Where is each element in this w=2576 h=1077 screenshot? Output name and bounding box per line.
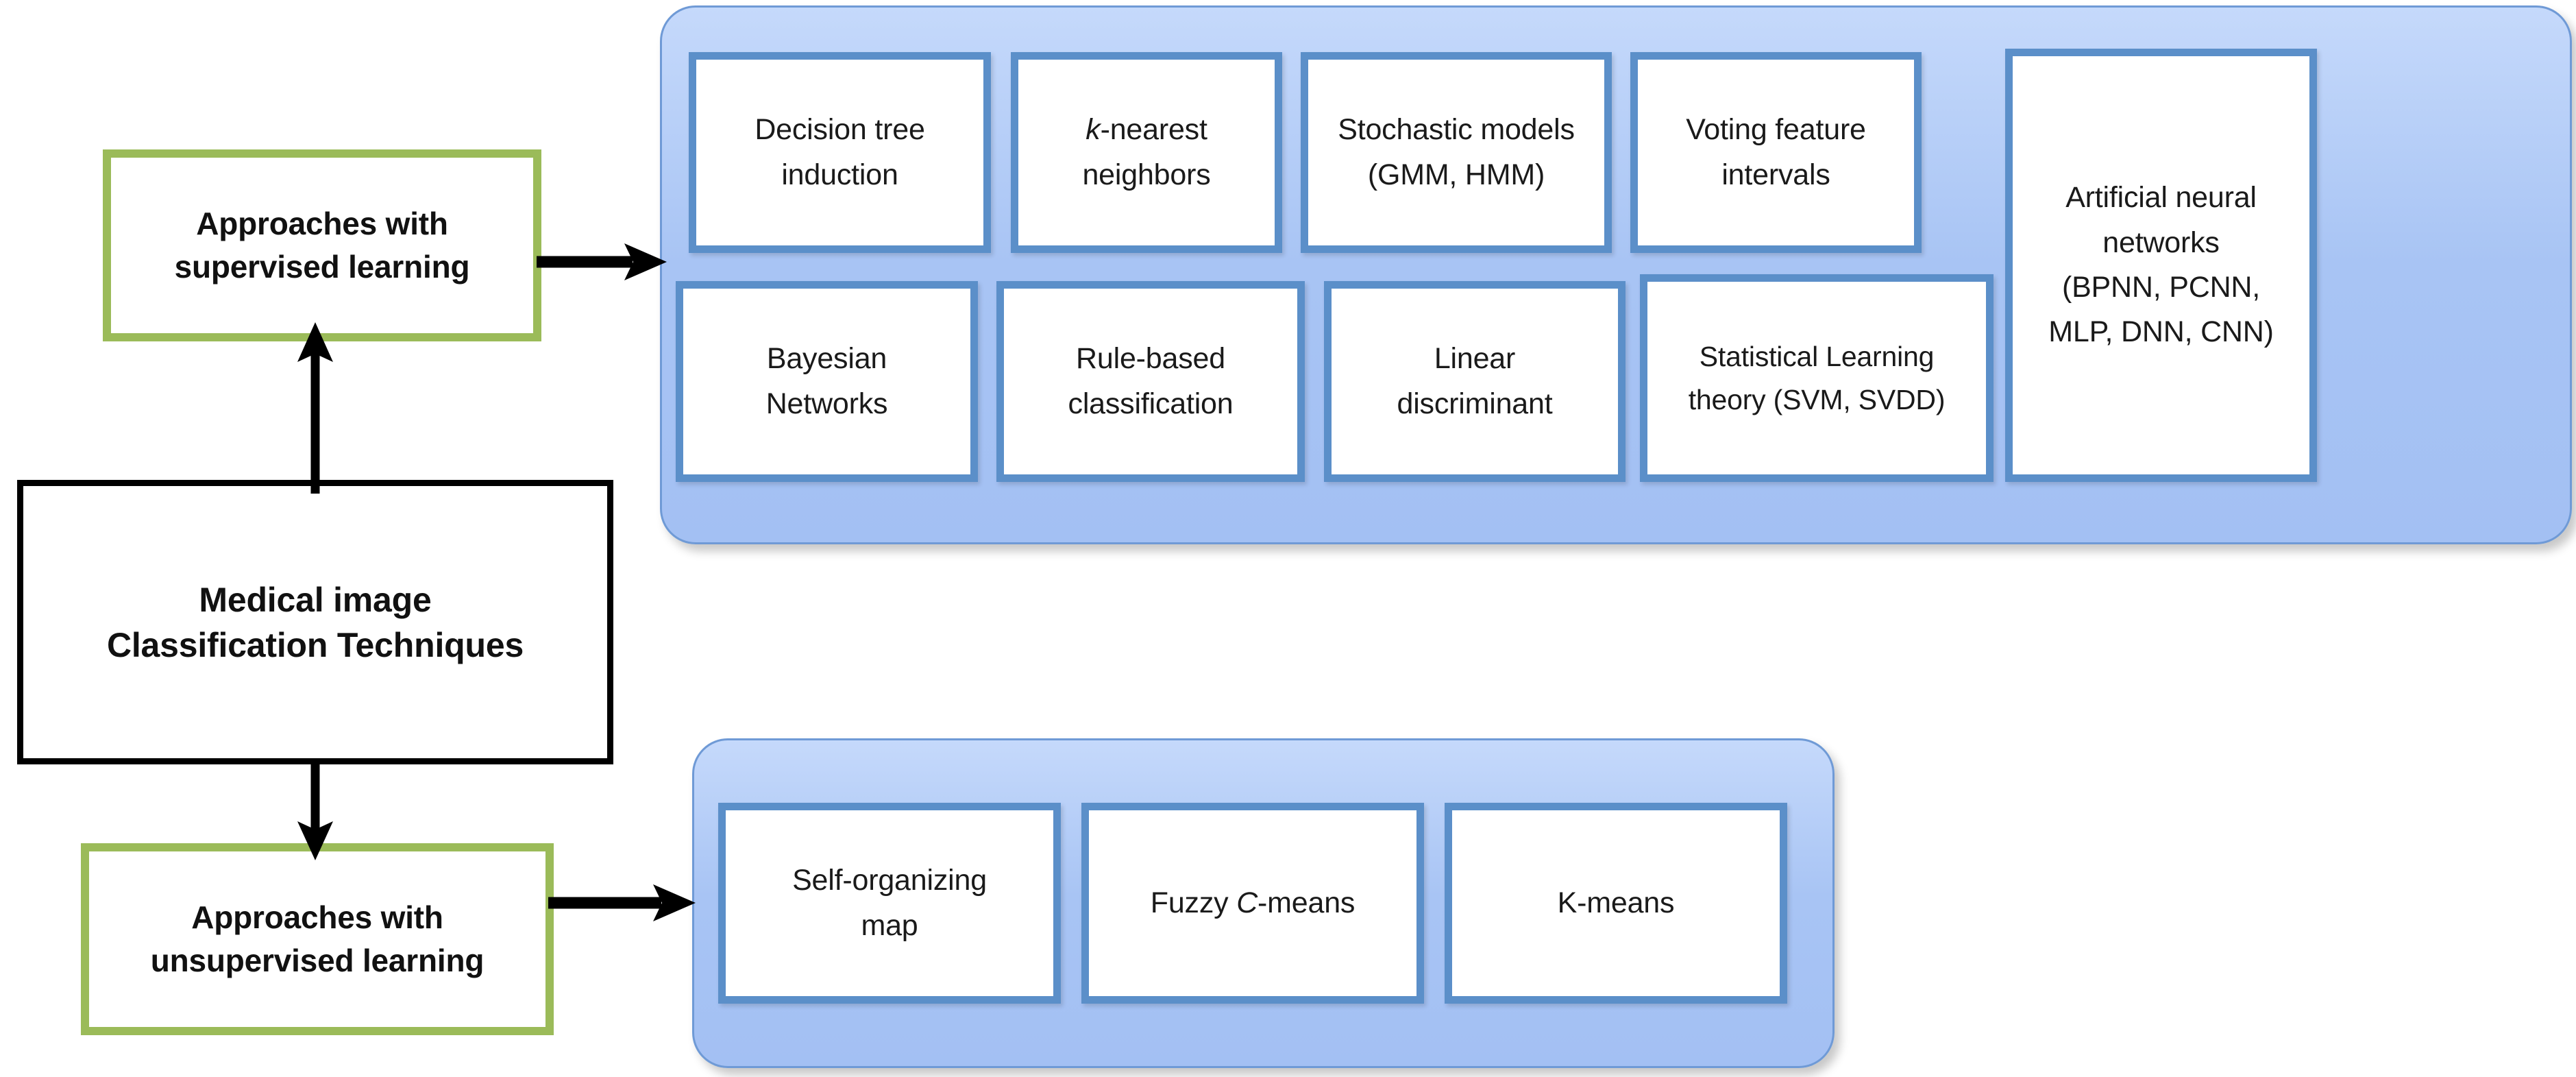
leaf-line-1: Stochastic models: [1338, 113, 1575, 147]
branch-line-2: supervised learning: [174, 249, 470, 285]
connector-supervised-to-group: [537, 238, 667, 286]
supervised-group-container: Decision tree induction k-nearest neighb…: [660, 5, 2572, 544]
italic-c: C: [1236, 886, 1258, 919]
leaf-bayesian-networks[interactable]: Bayesian Networks: [676, 281, 978, 482]
leaf-statistical-learning-theory[interactable]: Statistical Learning theory (SVM, SVDD): [1640, 274, 1994, 482]
leaf-line-1: Decision tree: [755, 113, 925, 147]
leaf-line-1: K-means: [1557, 886, 1675, 919]
italic-k: k: [1085, 113, 1101, 147]
root-line-2: Classification Techniques: [106, 625, 524, 664]
leaf-line-2: discriminant: [1397, 387, 1553, 420]
branch-line-1: Approaches with: [191, 899, 443, 935]
unsupervised-group-container: Self-organizing map Fuzzy C-means K-mean…: [692, 738, 1835, 1068]
root-node-medical-image-classification[interactable]: Medical image Classification Techniques: [17, 480, 613, 764]
leaf-decision-tree-induction[interactable]: Decision tree induction: [689, 52, 991, 253]
leaf-line-3: (BPNN, PCNN,: [2061, 271, 2261, 304]
leaf-text-pre: Fuzzy: [1150, 886, 1237, 919]
leaf-line-2: intervals: [1721, 158, 1830, 191]
leaf-linear-discriminant[interactable]: Linear discriminant: [1324, 281, 1626, 482]
branch-line-1: Approaches with: [196, 205, 448, 241]
leaf-line-4: MLP, DNN, CNN): [2048, 315, 2274, 349]
leaf-text-post: -means: [1258, 886, 1356, 919]
branch-node-unsupervised[interactable]: Approaches with unsupervised learning: [81, 843, 554, 1035]
leaf-line-2: classification: [1068, 387, 1234, 420]
root-line-1: Medical image: [199, 580, 432, 619]
leaf-fuzzy-c-means[interactable]: Fuzzy C-means: [1081, 803, 1424, 1004]
leaf-k-means[interactable]: K-means: [1445, 803, 1787, 1004]
leaf-line-1: Artificial neural: [2065, 181, 2257, 215]
leaf-line-2: theory (SVM, SVDD): [1688, 383, 1946, 415]
leaf-line-1: Statistical Learning: [1699, 341, 1935, 373]
leaf-line-1: Voting feature: [1686, 113, 1866, 147]
leaf-line-2: induction: [781, 158, 898, 191]
leaf-self-organizing-map[interactable]: Self-organizing map: [718, 803, 1061, 1004]
leaf-artificial-neural-networks[interactable]: Artificial neural networks (BPNN, PCNN, …: [2005, 49, 2317, 482]
leaf-line-1: Linear: [1434, 342, 1516, 376]
leaf-voting-feature-intervals[interactable]: Voting feature intervals: [1630, 52, 1922, 253]
leaf-line-1: Bayesian: [766, 342, 887, 376]
leaf-line-1: Fuzzy C-means: [1150, 881, 1356, 925]
connector-root-to-unsupervised: [288, 761, 343, 860]
leaf-k-nearest-neighbors[interactable]: k-nearest neighbors: [1011, 52, 1282, 253]
leaf-line-1: Rule-based: [1076, 342, 1225, 376]
branch-line-2: unsupervised learning: [150, 943, 484, 978]
leaf-line-2: Networks: [765, 387, 888, 420]
connector-root-to-supervised: [288, 322, 343, 494]
leaf-line-2: networks: [2102, 226, 2220, 259]
leaf-line-1: k-nearest: [1082, 108, 1210, 152]
leaf-line-2: (GMM, HMM): [1367, 158, 1545, 191]
connector-unsupervised-to-group: [548, 879, 696, 927]
leaf-line-1: Self-organizing: [792, 864, 987, 897]
leaf-line-1-rest: -nearest: [1100, 113, 1207, 147]
branch-node-supervised[interactable]: Approaches with supervised learning: [103, 149, 541, 341]
leaf-rule-based-classification[interactable]: Rule-based classification: [996, 281, 1305, 482]
leaf-line-2: map: [861, 908, 918, 942]
leaf-stochastic-models[interactable]: Stochastic models (GMM, HMM): [1301, 52, 1612, 253]
leaf-line-2: neighbors: [1082, 158, 1211, 191]
